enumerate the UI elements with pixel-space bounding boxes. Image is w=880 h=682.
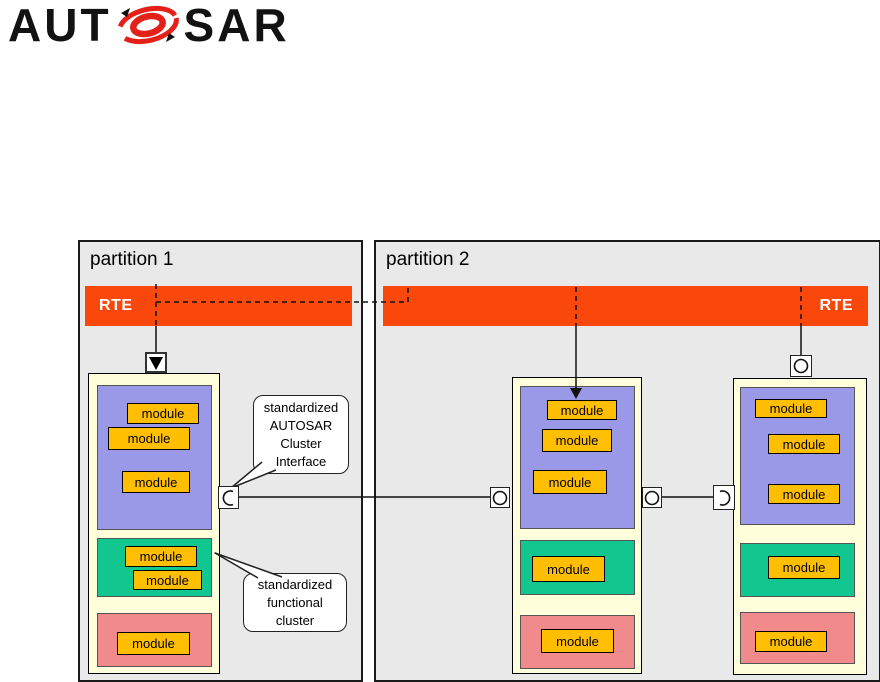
autosar-swirl-o-icon xyxy=(116,5,179,45)
callout-line: AUTOSAR xyxy=(269,417,333,433)
partition-1-rte-bar: RTE xyxy=(85,286,352,326)
partition-2-title: partition 2 xyxy=(386,249,470,270)
callout-line: functional xyxy=(267,594,323,610)
module-box: module xyxy=(127,403,199,424)
logo-text-sar: SAR xyxy=(183,0,290,51)
module-box: module xyxy=(768,556,840,579)
lollipop-circle-icon xyxy=(490,487,510,508)
module-box: module xyxy=(122,471,190,493)
lollipop-circle-icon xyxy=(642,487,662,508)
callout-line: standardized xyxy=(257,576,333,592)
module-box: module xyxy=(541,629,614,653)
module-box: module xyxy=(755,631,827,652)
module-box: module xyxy=(108,427,190,450)
module-box: module xyxy=(125,546,197,567)
arrow-down-port-icon xyxy=(145,352,167,373)
socket-half-circle-icon xyxy=(713,485,735,510)
module-box: module xyxy=(117,632,190,655)
callout-line: Cluster xyxy=(280,435,322,451)
module-box: module xyxy=(542,429,612,452)
module-box: module xyxy=(532,556,605,582)
module-box: module xyxy=(768,434,840,454)
callout-cluster-interface: standardized AUTOSAR Cluster Interface xyxy=(253,395,349,474)
autosar-logo: AUT SAR xyxy=(8,2,290,48)
module-box: module xyxy=(133,570,202,590)
socket-half-circle-icon xyxy=(218,486,239,509)
callout-line: standardized xyxy=(263,399,339,415)
partition-1-title: partition 1 xyxy=(90,249,174,270)
module-box: module xyxy=(533,470,607,494)
callout-line: Interface xyxy=(275,453,327,469)
partition-1-rte-label: RTE xyxy=(99,297,133,314)
module-box: module xyxy=(768,484,840,504)
lollipop-circle-icon xyxy=(790,355,812,377)
partition-2-rte-label: RTE xyxy=(819,297,853,314)
logo-text-aut: AUT xyxy=(8,0,112,51)
callout-line: cluster xyxy=(275,612,315,628)
partition-2-rte-bar: RTE xyxy=(383,286,868,326)
module-box: module xyxy=(755,399,827,418)
module-box: module xyxy=(547,400,617,420)
callout-functional-cluster: standardized functional cluster xyxy=(243,573,347,632)
